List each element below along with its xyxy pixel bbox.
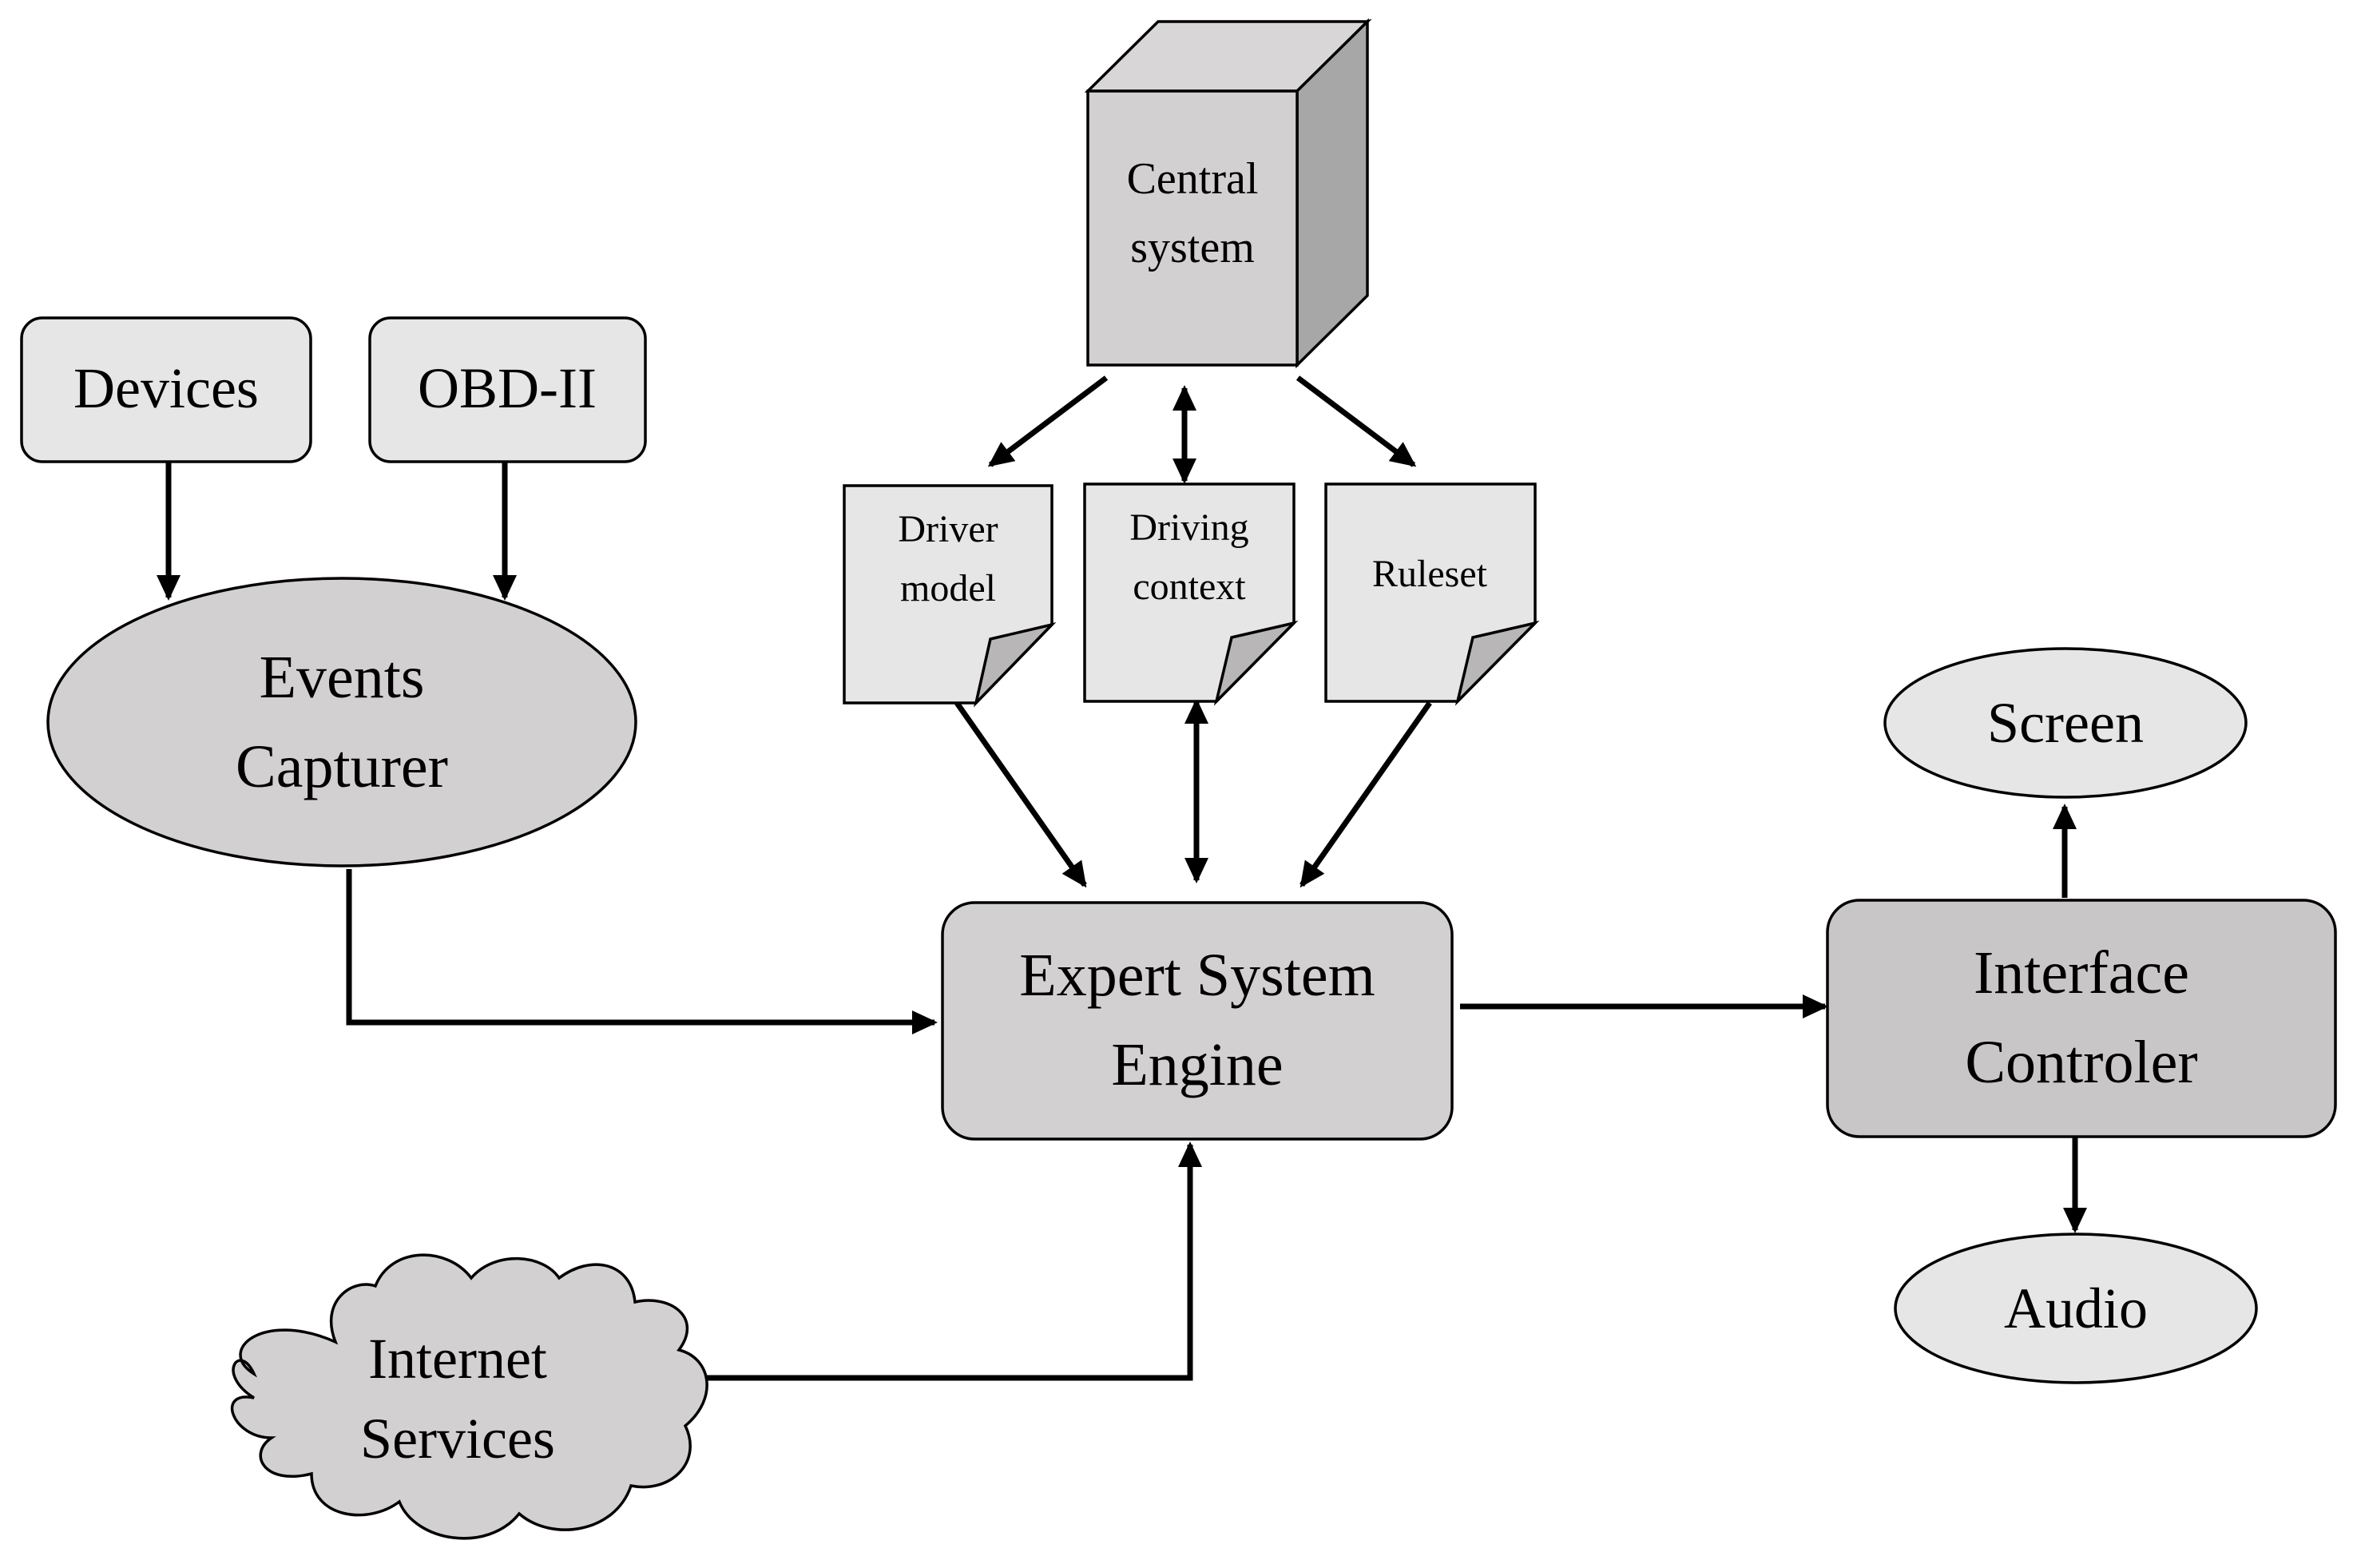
interface-controler-label-line2: Controler: [1965, 1029, 2197, 1096]
arrow-internet-services-to-engine: [701, 1141, 1202, 1381]
internet-services-label-line1: Internet: [368, 1327, 547, 1391]
screen-node: Screen: [1883, 647, 2248, 799]
audio-label: Audio: [2004, 1276, 2148, 1340]
central-system-label-line1: Central: [1127, 154, 1259, 204]
ruleset-node: Ruleset: [1324, 482, 1540, 706]
driver-model-label-line2: model: [900, 567, 996, 609]
interface-controler-label-line1: Interface: [1974, 939, 2189, 1006]
internet-services-node: Internet Services: [230, 1253, 708, 1540]
central-system-node: Central system: [1084, 18, 1372, 369]
devices-node: Devices: [20, 316, 312, 463]
driving-context-label-line1: Driving: [1129, 506, 1248, 549]
arrow-ruleset-to-engine: [1300, 701, 1432, 888]
arrow-driver-model-to-engine: [954, 701, 1087, 888]
obd-ii-node: OBD-II: [368, 316, 647, 463]
expert-system-engine-node: Expert System Engine: [941, 901, 1454, 1141]
events-capturer-label-line2: Capturer: [236, 733, 448, 800]
central-system-label-line2: system: [1130, 223, 1255, 272]
screen-label: Screen: [1987, 691, 2144, 755]
ruleset-label: Ruleset: [1372, 553, 1488, 595]
driving-context-label-line2: context: [1133, 566, 1246, 608]
events-capturer-node: Events Capturer: [46, 577, 637, 867]
arrow-central-to-ruleset: [1296, 375, 1417, 467]
arrow-central-to-driver-model: [987, 375, 1109, 467]
obd-ii-label: OBD-II: [418, 356, 597, 420]
arrow-events-capturer-to-engine: [346, 869, 938, 1034]
edges: [157, 375, 2087, 1381]
interface-controler-node: Interface Controler: [1826, 899, 2337, 1138]
devices-label: Devices: [73, 356, 259, 420]
driver-model-node: Driver model: [843, 484, 1057, 708]
driving-context-node: Driving context: [1083, 482, 1299, 706]
expert-system-engine-label-line2: Engine: [1111, 1031, 1283, 1098]
internet-services-label-line2: Services: [360, 1407, 555, 1471]
expert-system-engine-label-line1: Expert System: [1019, 942, 1375, 1009]
events-capturer-label-line1: Events: [260, 644, 425, 711]
audio-node: Audio: [1894, 1233, 2258, 1384]
driver-model-label-line1: Driver: [898, 508, 998, 550]
